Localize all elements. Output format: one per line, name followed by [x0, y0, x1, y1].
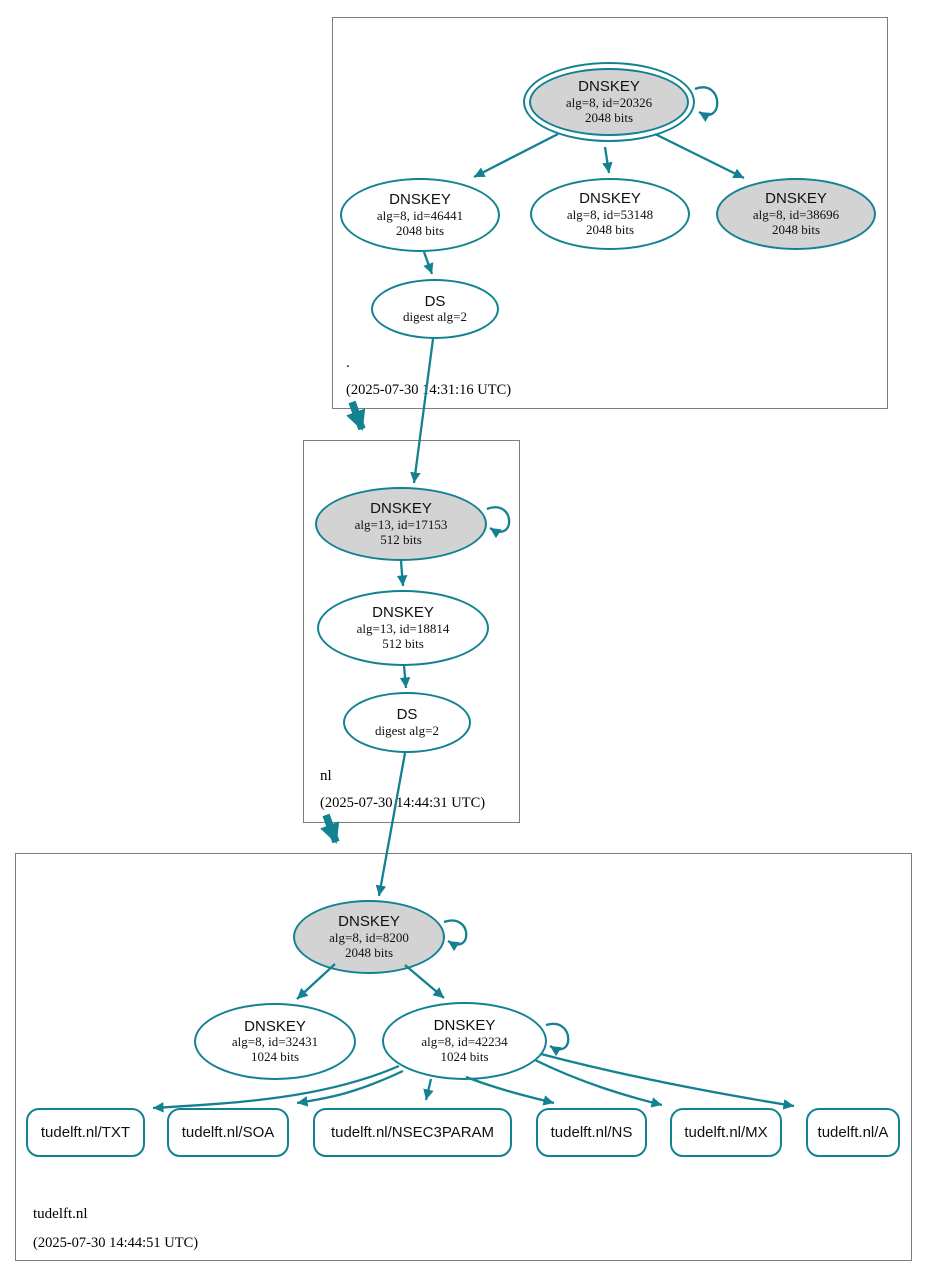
node-detail: alg=8, id=8200 [329, 929, 409, 945]
node-detail: digest alg=2 [374, 722, 440, 738]
ksk-inner-ring [529, 68, 689, 136]
node-detail: 512 bits [380, 531, 422, 547]
rrset-tudelft-a[interactable]: tudelft.nl/A [806, 1108, 900, 1157]
node-title: DNSKEY [389, 191, 451, 209]
rrset-tudelft-soa[interactable]: tudelft.nl/SOA [167, 1108, 289, 1157]
node-title: DNSKEY [578, 78, 640, 96]
node-title: DNSKEY [372, 604, 434, 622]
zone-name-nl: nl [320, 768, 332, 784]
node-detail: digest alg=2 [402, 309, 468, 325]
zone-timestamp-root: (2025-07-30 14:31:16 UTC) [346, 382, 512, 398]
node-dnskey-8200[interactable]: DNSKEY alg=8, id=8200 2048 bits [293, 900, 445, 974]
node-detail: alg=8, id=38696 [752, 206, 840, 222]
node-dnskey-46441[interactable]: DNSKEY alg=8, id=46441 2048 bits [340, 178, 500, 252]
rrset-tudelft-mx[interactable]: tudelft.nl/MX [670, 1108, 782, 1157]
zone-name-tudelft: tudelft.nl [33, 1206, 88, 1222]
node-detail: alg=8, id=20326 [565, 94, 653, 110]
zone-timestamp-tudelft: (2025-07-30 14:44:51 UTC) [33, 1235, 199, 1251]
zone-box-root [332, 17, 888, 409]
node-title: DNSKEY [244, 1017, 306, 1035]
node-dnskey-32431[interactable]: DNSKEY alg=8, id=32431 1024 bits [194, 1003, 356, 1080]
rrset-tudelft-txt[interactable]: tudelft.nl/TXT [26, 1108, 145, 1157]
node-detail: alg=8, id=46441 [376, 207, 464, 223]
node-detail: alg=13, id=18814 [356, 620, 450, 636]
node-detail: 2048 bits [584, 109, 634, 125]
zone-name-root: . [346, 355, 350, 371]
node-detail: alg=8, id=53148 [566, 206, 654, 222]
node-dnskey-53148[interactable]: DNSKEY alg=8, id=53148 2048 bits [530, 178, 690, 250]
node-dnskey-38696[interactable]: DNSKEY alg=8, id=38696 2048 bits [716, 178, 876, 250]
node-dnskey-42234[interactable]: DNSKEY alg=8, id=42234 1024 bits [382, 1002, 547, 1080]
node-dnskey-17153[interactable]: DNSKEY alg=13, id=17153 512 bits [315, 487, 487, 561]
node-detail: 2048 bits [344, 944, 394, 960]
node-dnskey-20326[interactable]: DNSKEY alg=8, id=20326 2048 bits [523, 62, 695, 142]
zone-box-nl [303, 440, 520, 823]
node-title: DS [424, 292, 446, 310]
node-title: DNSKEY [338, 913, 400, 931]
node-title: DNSKEY [370, 500, 432, 518]
node-detail: 1024 bits [250, 1049, 300, 1065]
node-detail: alg=13, id=17153 [354, 516, 448, 532]
node-title: DNSKEY [579, 190, 641, 208]
node-title: DS [396, 706, 418, 724]
node-detail: 512 bits [382, 635, 424, 651]
rrset-tudelft-nsec3param[interactable]: tudelft.nl/NSEC3PARAM [313, 1108, 512, 1157]
node-detail: 2048 bits [585, 221, 635, 237]
zone-box-tudelft [15, 853, 912, 1261]
node-title: DNSKEY [433, 1017, 496, 1035]
node-detail: alg=8, id=32431 [231, 1034, 319, 1050]
rrset-tudelft-ns[interactable]: tudelft.nl/NS [536, 1108, 647, 1157]
node-ds-nl[interactable]: DS digest alg=2 [343, 692, 471, 753]
node-detail: 2048 bits [771, 221, 821, 237]
node-detail: 1024 bits [440, 1048, 489, 1064]
node-detail: 2048 bits [395, 222, 445, 238]
zone-timestamp-nl: (2025-07-30 14:44:31 UTC) [320, 795, 486, 811]
node-title: DNSKEY [765, 190, 827, 208]
node-dnskey-18814[interactable]: DNSKEY alg=13, id=18814 512 bits [317, 590, 489, 666]
node-ds-root[interactable]: DS digest alg=2 [371, 279, 499, 339]
node-detail: alg=8, id=42234 [421, 1033, 508, 1049]
